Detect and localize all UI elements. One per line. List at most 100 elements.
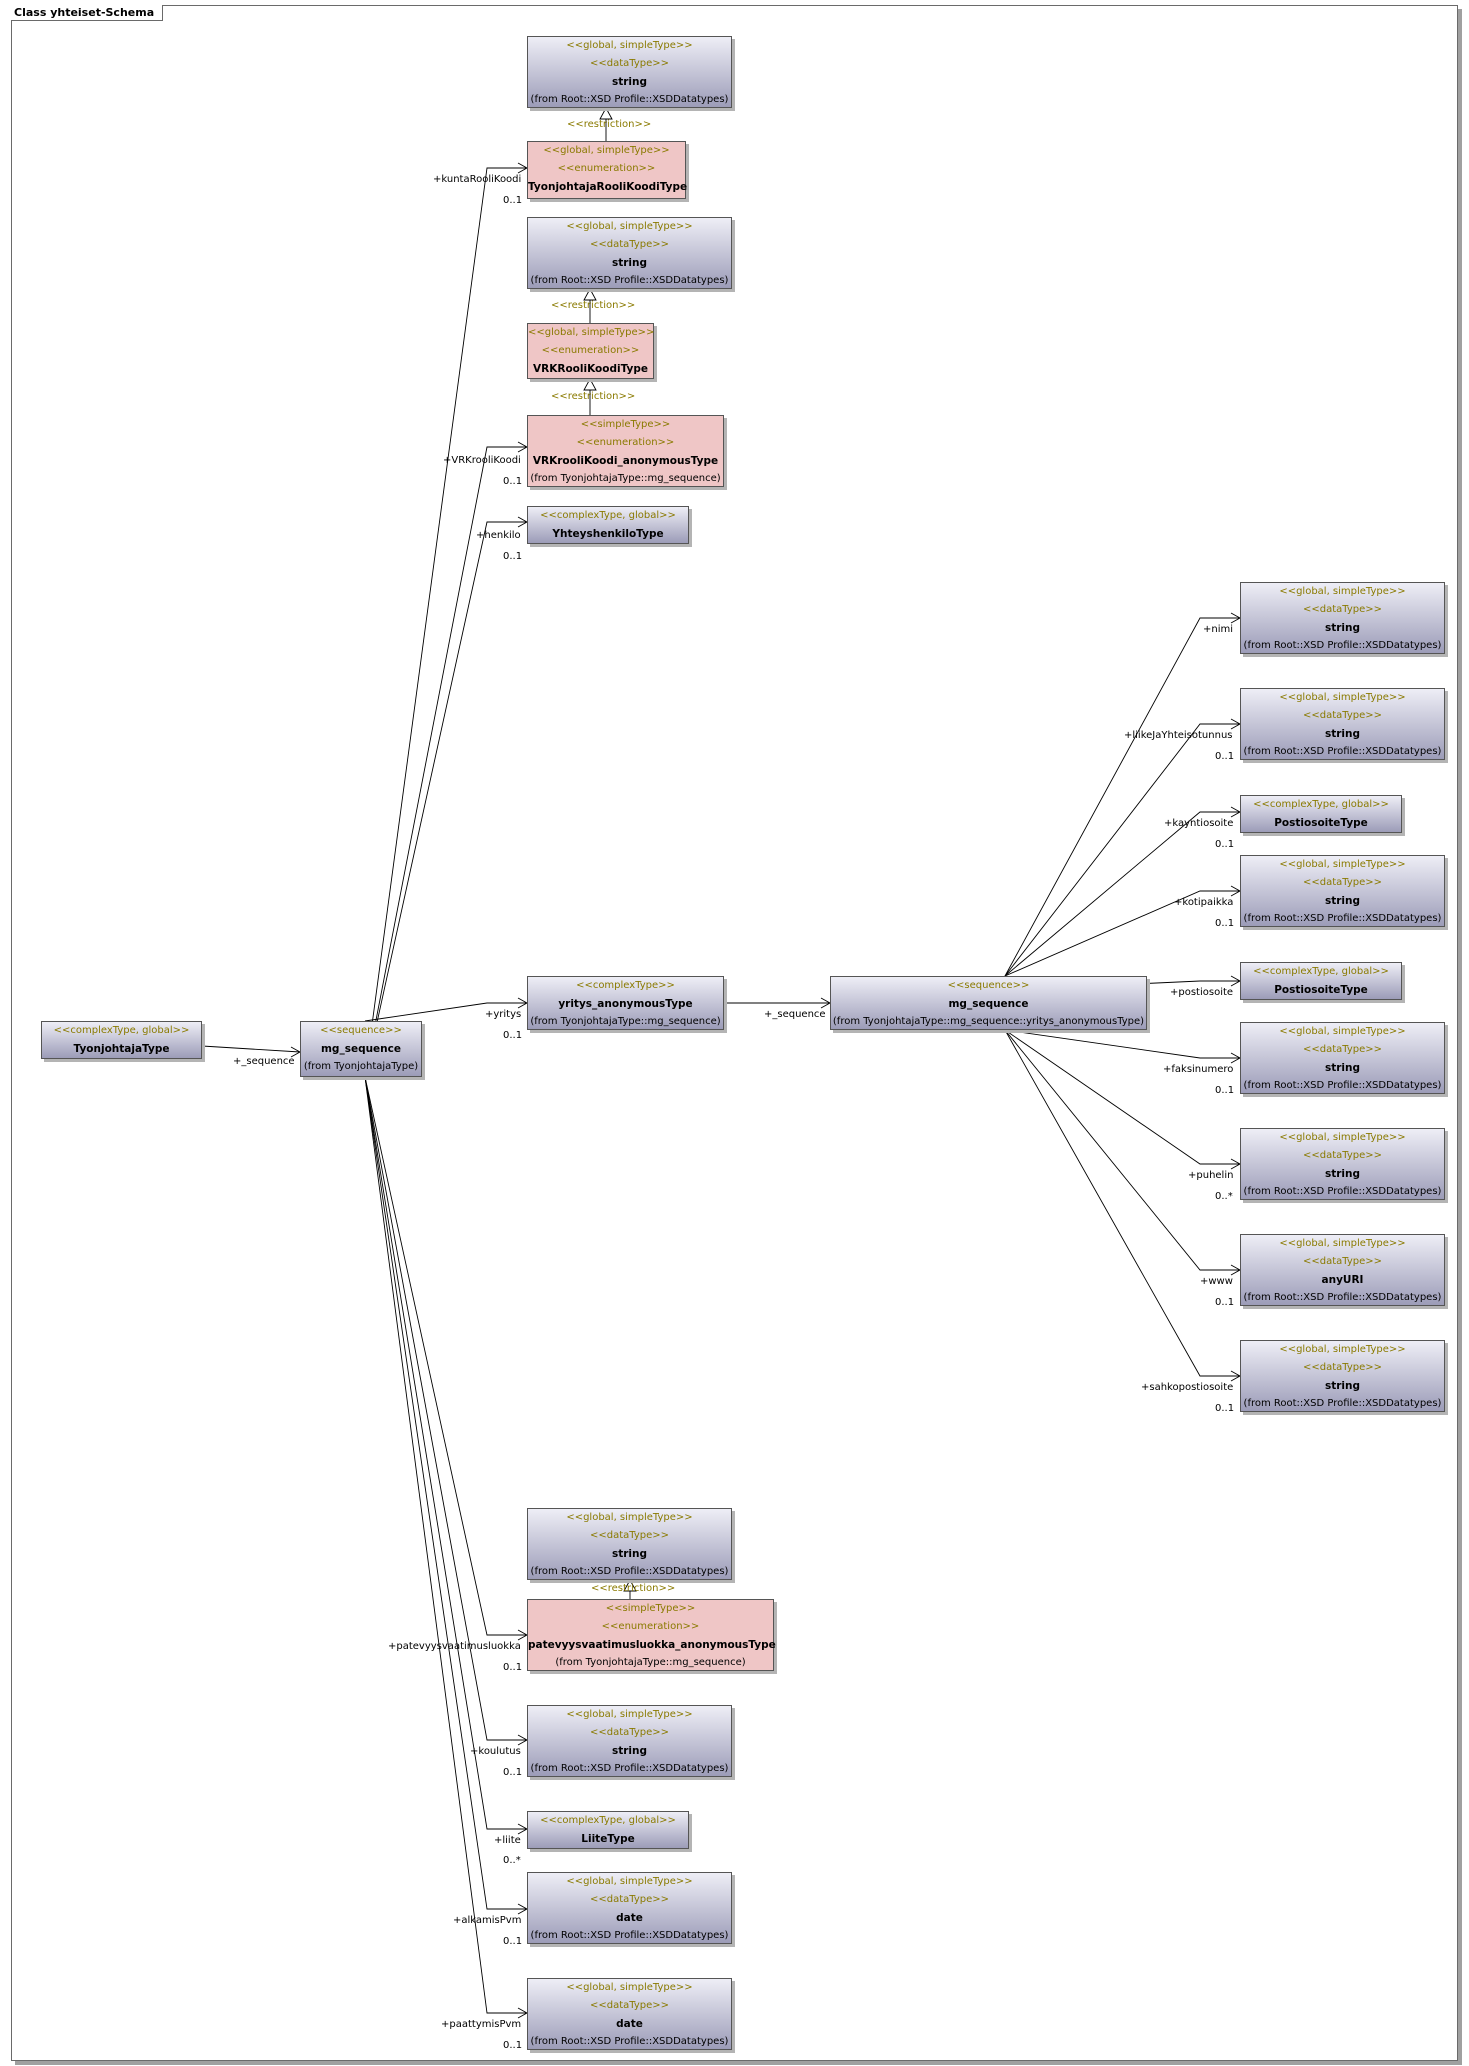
class-name: yritys_anonymousType bbox=[558, 998, 693, 1010]
cardinality-label: 0..1 bbox=[1215, 751, 1235, 762]
class-box-r_sahko[interactable]: <<global, simpleType>><<dataType>>string… bbox=[1240, 1340, 1445, 1412]
stereotype-label: <<dataType>> bbox=[1302, 877, 1382, 888]
restriction-label: <<restriction>> bbox=[551, 300, 636, 311]
class-box-tyonjohtajaType[interactable]: <<complexType, global>>TyonjohtajaType bbox=[41, 1021, 202, 1059]
stereotype-label: <<dataType>> bbox=[1302, 1256, 1382, 1267]
stereotype-label: <<global, simpleType>> bbox=[543, 145, 670, 156]
role-label: +kuntaRooliKoodi bbox=[433, 174, 522, 185]
cardinality-label: 0..1 bbox=[503, 551, 523, 562]
class-box-yhteyshenkiloType[interactable]: <<complexType, global>> YhteyshenkiloType bbox=[527, 506, 689, 544]
association-line bbox=[364, 1076, 527, 1636]
association-line bbox=[1004, 723, 1240, 977]
stereotype-label: <<sequence>> bbox=[320, 1025, 402, 1036]
class-box-liiteType[interactable]: <<complexType, global>>LiiteType bbox=[527, 1811, 689, 1849]
class-name: string bbox=[611, 1745, 648, 1757]
cardinality-label: 0..1 bbox=[503, 1767, 523, 1778]
class-origin: (from Root::XSD Profile::XSDDatatypes) bbox=[530, 2036, 729, 2047]
class-box-r_kaynti[interactable]: <<complexType, global>>PostiosoiteType bbox=[1240, 795, 1402, 833]
class-origin: (from Root::XSD Profile::XSDDatatypes) bbox=[530, 94, 729, 105]
class-box-mgSequence2[interactable]: <<sequence>>mg_sequence(from Tyonjohtaja… bbox=[830, 976, 1147, 1030]
generalization-arrow bbox=[583, 378, 597, 391]
class-box-mgSequence[interactable]: <<sequence>>mg_sequence(from Tyonjohtaja… bbox=[300, 1021, 422, 1077]
cardinality-label: 0..1 bbox=[1215, 1297, 1235, 1308]
class-origin: (from TyonjohtajaType::mg_sequence) bbox=[530, 1016, 721, 1027]
stereotype-label: <<complexType, global>> bbox=[540, 510, 676, 521]
association-line bbox=[1004, 811, 1240, 977]
stereotype-label: <<dataType>> bbox=[589, 2000, 669, 2011]
stereotype-label: <<dataType>> bbox=[589, 1530, 669, 1541]
class-box-vrkRooliKoodiType[interactable]: <<global, simpleType>> <<enumeration>> VRK… bbox=[527, 323, 654, 379]
role-label: +kayntiosoite bbox=[1164, 818, 1234, 829]
class-box-r_nimi[interactable]: <<global, simpleType>><<dataType>>string… bbox=[1240, 582, 1445, 654]
cardinality-label: 0..1 bbox=[503, 1936, 523, 1947]
restriction-label: <<restriction>> bbox=[567, 119, 652, 130]
class-box-yritysAnon[interactable]: <<complexType>>yritys_anonymousType(from… bbox=[527, 976, 724, 1030]
stereotype-label: <<complexType, global>> bbox=[540, 1815, 676, 1826]
role-label: +VRKrooliKoodi bbox=[443, 455, 521, 466]
class-name: VRKRooliKoodiType bbox=[533, 363, 648, 375]
cardinality-label: 0..1 bbox=[503, 476, 523, 487]
cardinality-label: 0..1 bbox=[1215, 839, 1235, 850]
role-label: +koulutus bbox=[470, 1746, 521, 1757]
class-name: string bbox=[611, 76, 648, 88]
association-line bbox=[364, 1076, 527, 1741]
class-box-r_faksi[interactable]: <<global, simpleType>><<dataType>>string… bbox=[1240, 1022, 1445, 1094]
role-label: +postiosoite bbox=[1170, 987, 1234, 998]
association-line bbox=[364, 446, 527, 1078]
class-box-alkamisPvm[interactable]: <<global, simpleType>><<dataType>>date(f… bbox=[527, 1872, 732, 1944]
role-label: +paattymisPvm bbox=[441, 2019, 522, 2030]
class-box-koulutus[interactable]: <<global, simpleType>><<dataType>>string… bbox=[527, 1705, 732, 1777]
class-name: YhteyshenkiloType bbox=[552, 528, 664, 540]
class-box-string_top1[interactable]: <<global, simpleType>> <<dataType>> string… bbox=[527, 36, 732, 108]
class-box-paattymisPvm[interactable]: <<global, simpleType>><<dataType>>date(f… bbox=[527, 1978, 732, 2050]
stereotype-label: <<global, simpleType>> bbox=[1279, 586, 1406, 597]
stereotype-label: <<global, simpleType>> bbox=[566, 40, 693, 51]
stereotype-label: <<complexType, global>> bbox=[1253, 966, 1389, 977]
role-label: +_sequence bbox=[764, 1009, 826, 1020]
association-line bbox=[1004, 617, 1240, 977]
association-line bbox=[1004, 1029, 1240, 1377]
class-origin: (from TyonjohtajaType::mg_sequence) bbox=[530, 473, 721, 484]
stereotype-label: <<dataType>> bbox=[589, 1894, 669, 1905]
cardinality-label: 0..* bbox=[503, 1855, 521, 1866]
class-box-patevyysAnon[interactable]: <<simpleType>> <<enumeration>> patevyysvaa… bbox=[527, 1599, 776, 1671]
stereotype-label: <<global, simpleType>> bbox=[1279, 1132, 1406, 1143]
stereotype-label: <<global, simpleType>> bbox=[528, 327, 655, 338]
stereotype-label: <<dataType>> bbox=[589, 239, 669, 250]
cardinality-label: 0..1 bbox=[503, 1662, 523, 1673]
stereotype-label: <<simpleType>> bbox=[605, 1603, 696, 1614]
class-box-r_www[interactable]: <<global, simpleType>><<dataType>>anyURI… bbox=[1240, 1234, 1445, 1306]
role-label: +kotipaikka bbox=[1174, 897, 1234, 908]
class-box-r_puhelin[interactable]: <<global, simpleType>><<dataType>>string… bbox=[1240, 1128, 1445, 1200]
class-box-vrkRooliKoodiAnon[interactable]: <<simpleType>><<enumeration>>VRKrooliKoo… bbox=[527, 415, 724, 487]
role-label: +sahkopostiosoite bbox=[1141, 1382, 1234, 1393]
class-name: mg_sequence bbox=[948, 998, 1029, 1010]
class-name: string bbox=[611, 1548, 648, 1560]
role-label: +faksinumero bbox=[1163, 1064, 1234, 1075]
cardinality-label: 0..* bbox=[1215, 1191, 1233, 1202]
stereotype-label: <<dataType>> bbox=[1302, 1362, 1382, 1373]
class-box-tyonjohtajaRooliKoodiType[interactable]: <<global, simpleType>><<enumeration>>Tyo… bbox=[527, 141, 687, 199]
class-origin: (from Root::XSD Profile::XSDDatatypes) bbox=[1243, 746, 1442, 757]
class-box-string_top2[interactable]: <<global, simpleType>><<dataType>>string… bbox=[527, 217, 732, 289]
class-box-r_posti[interactable]: <<complexType, global>>PostiosoiteType bbox=[1240, 962, 1402, 1000]
role-label: +alkamisPvm bbox=[453, 1915, 522, 1926]
class-name: patevyysvaatimusluokka_anonymousType bbox=[528, 1639, 776, 1651]
generalization-arrow bbox=[583, 288, 597, 301]
class-name: string bbox=[1324, 728, 1361, 740]
cardinality-label: 0..1 bbox=[1215, 1403, 1235, 1414]
stereotype-label: <<dataType>> bbox=[1302, 1044, 1382, 1055]
stereotype-label: <<enumeration>> bbox=[601, 1621, 700, 1632]
class-box-string_pat[interactable]: <<global, simpleType>> <<dataType>> string… bbox=[527, 1508, 732, 1580]
stereotype-label: <<global, simpleType>> bbox=[566, 221, 693, 232]
stereotype-label: <<enumeration>> bbox=[541, 345, 640, 356]
class-name: date bbox=[616, 1912, 643, 1924]
class-name: string bbox=[1324, 1380, 1361, 1392]
stereotype-label: <<dataType>> bbox=[589, 58, 669, 69]
class-box-r_liike[interactable]: <<global, simpleType>><<dataType>>string… bbox=[1240, 688, 1445, 760]
role-label: +nimi bbox=[1203, 624, 1234, 635]
stereotype-label: <<global, simpleType>> bbox=[566, 1512, 693, 1523]
association-line bbox=[364, 1076, 527, 1830]
association-line bbox=[1004, 890, 1240, 977]
class-box-r_koti[interactable]: <<global, simpleType>><<dataType>>string… bbox=[1240, 855, 1445, 927]
